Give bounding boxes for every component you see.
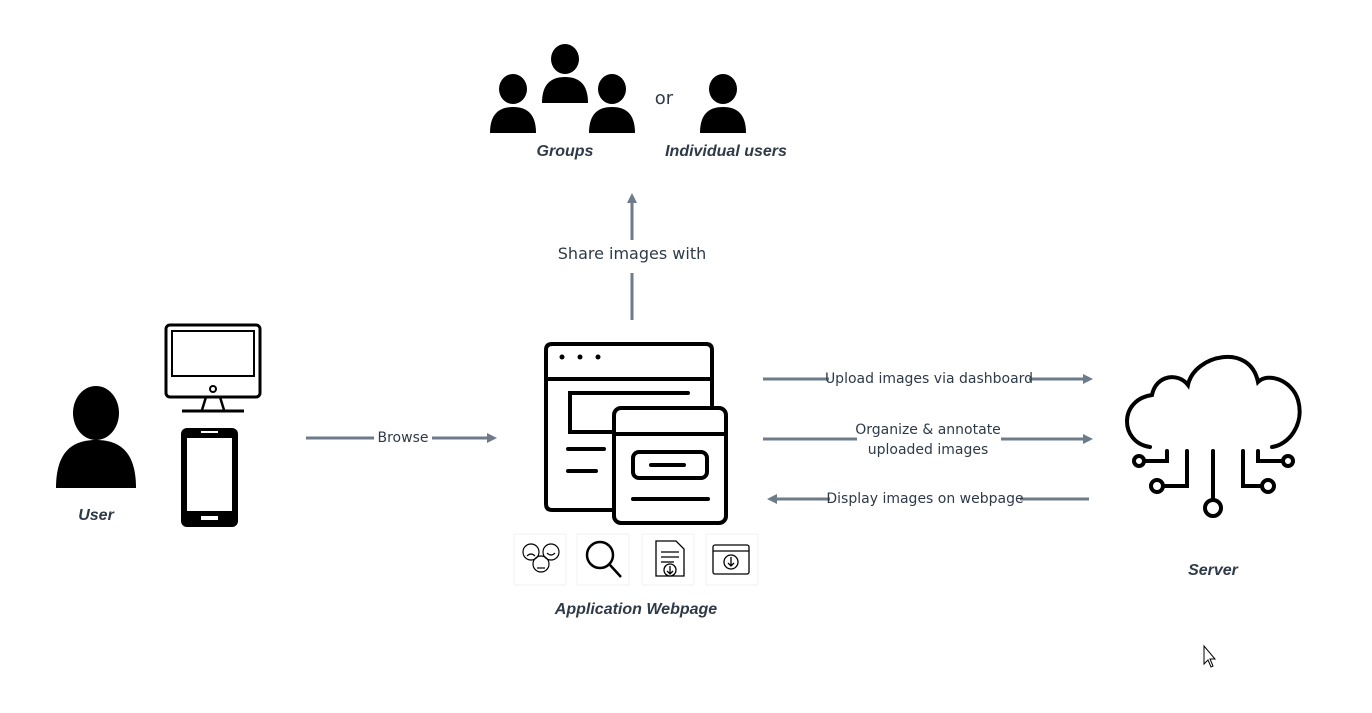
app-webpage-label: Application Webpage (554, 601, 718, 618)
browser-download-icon (712, 544, 750, 575)
organize-label-line1: Organize & annotate (855, 422, 1001, 438)
server-label: Server (1188, 562, 1238, 579)
cloud-server-icon (1125, 355, 1302, 518)
share-label: Share images with (557, 244, 707, 263)
or-label: or (654, 88, 674, 109)
emoji-faces-icon (522, 543, 560, 573)
user-icon (56, 386, 136, 488)
organize-label: Organize & annotate uploaded images (855, 420, 1001, 460)
display-label: Display images on webpage (826, 491, 1024, 507)
individual-user-icon (700, 74, 746, 133)
feature-icons (513, 533, 759, 586)
webpage-icon (544, 342, 728, 525)
upload-label: Upload images via dashboard (824, 371, 1034, 387)
monitor-icon (164, 323, 262, 413)
magnifier-icon (585, 540, 622, 578)
smartphone-icon (181, 428, 238, 527)
browse-label: Browse (377, 430, 429, 446)
user-label: User (78, 507, 114, 524)
mouse-pointer-icon (1203, 644, 1217, 668)
individual-users-label: Individual users (665, 143, 787, 160)
groups-label: Groups (536, 143, 594, 160)
groups-icon (490, 44, 635, 133)
document-download-icon (655, 540, 685, 577)
organize-label-line2: uploaded images (867, 442, 989, 458)
